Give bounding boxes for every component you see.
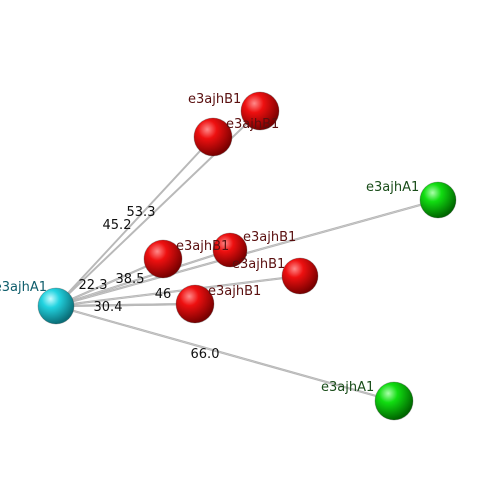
bond-line: [55, 274, 301, 306]
hub-node-label: e3ajhA1: [0, 280, 47, 295]
bond-line: [55, 304, 196, 308]
sphere-layer: [37, 91, 457, 421]
bond-line: [55, 250, 231, 308]
distance-label: 46: [155, 287, 172, 302]
bond-line: [55, 257, 164, 306]
distance-label: 53.3: [127, 205, 156, 220]
bond-layer: [55, 110, 439, 403]
node-label: e3ajhB1: [243, 230, 296, 245]
bond-line: [55, 306, 395, 403]
red-node-sphere[interactable]: [193, 117, 233, 157]
node-label-layer: e3ajhB1e3ajhB1e3ajhA1e3ajhB1e3ajhB1e3ajh…: [0, 92, 419, 395]
bond-line: [55, 136, 214, 306]
red-node-sphere[interactable]: [175, 284, 215, 324]
node-label: e3ajhB1: [188, 92, 241, 107]
node-label: e3ajhB1: [208, 284, 261, 299]
bond-line: [55, 302, 196, 306]
red-node-sphere[interactable]: [240, 91, 280, 131]
distance-label: 30.4: [94, 300, 123, 315]
green-node-sphere[interactable]: [374, 381, 414, 421]
green-node-sphere[interactable]: [419, 181, 457, 219]
bond-line: [55, 259, 164, 308]
red-node-sphere[interactable]: [143, 239, 183, 279]
red-node-sphere[interactable]: [212, 232, 248, 268]
distance-label: 45.2: [103, 218, 132, 233]
bond-line: [55, 248, 231, 306]
distance-label: 38.5: [116, 272, 145, 287]
node-label: e3ajhA1: [321, 380, 374, 395]
node-label: e3ajhA1: [366, 180, 419, 195]
bond-line: [55, 137, 214, 307]
bond-line: [55, 198, 439, 306]
distance-label: 66.0: [191, 347, 220, 362]
hub-node-sphere[interactable]: [37, 287, 75, 325]
red-node-sphere[interactable]: [281, 257, 319, 295]
bond-line: [55, 200, 439, 308]
bond-line: [55, 304, 395, 401]
node-label: e3ajhB1: [226, 117, 279, 132]
bond-line: [55, 276, 301, 308]
node-label: e3ajhB1: [176, 239, 229, 254]
node-label: e3ajhB1: [232, 257, 285, 272]
distance-label: 22.3: [79, 278, 108, 293]
